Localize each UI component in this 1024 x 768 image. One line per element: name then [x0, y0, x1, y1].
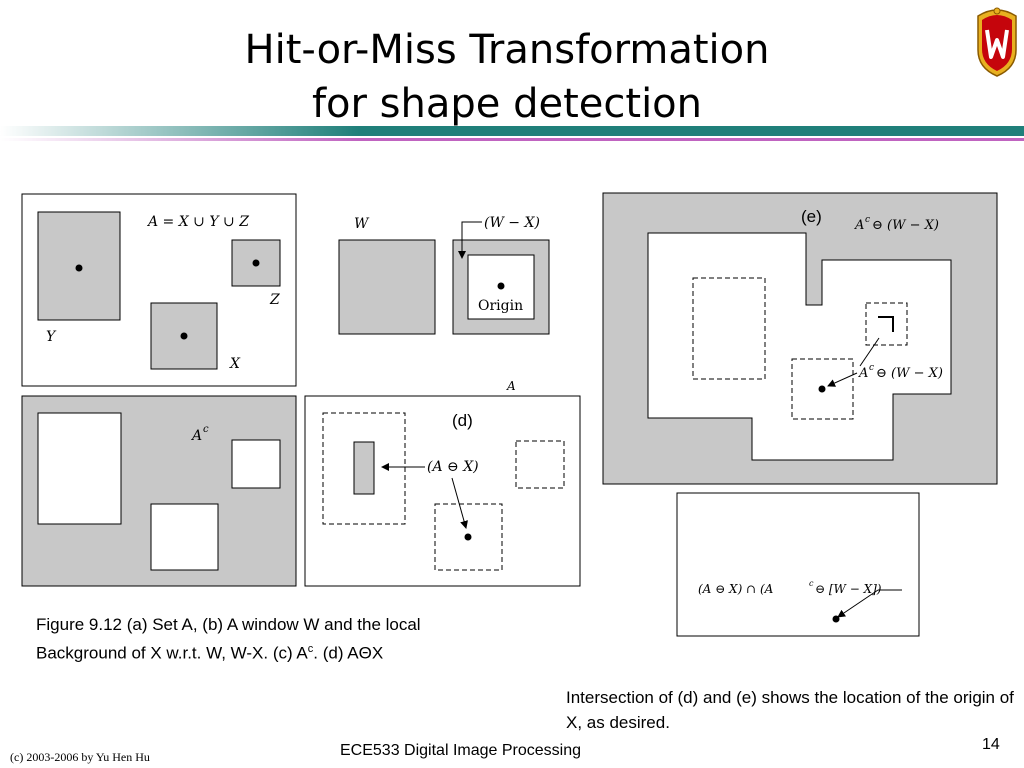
caption-line2: Background of X w.r.t. W, W-X. (c) Ac. (…	[36, 643, 384, 663]
caption-line1: Figure 9.12 (a) Set A, (b) A window W an…	[36, 615, 421, 634]
panel-a-formula: A = X ∪ Y ∪ Z	[146, 214, 249, 230]
title-divider-band	[0, 126, 1024, 141]
window-w	[338, 239, 436, 335]
label-y: Y	[46, 329, 57, 345]
label-z: Z	[269, 292, 280, 308]
panel-c: A c	[21, 395, 297, 587]
panel-f-sup: c	[809, 579, 814, 588]
panel-b: W Origin (W − X) A	[338, 215, 550, 393]
copyright-text: (c) 2003-2006 by Yu Hen Hu	[10, 750, 150, 764]
panel-d-label: (d)	[452, 411, 473, 430]
panel-f: (A ⊖ X) ∩ (A c ⊖ [W − X])	[676, 492, 920, 637]
intersection-caption: Intersection of (d) and (e) shows the lo…	[566, 688, 1014, 732]
university-seal-icon	[977, 7, 1017, 77]
label-ac-sup: c	[203, 424, 209, 435]
label-ac: A	[190, 428, 202, 444]
figure-caption: Figure 9.12 (a) Set A, (b) A window W an…	[36, 613, 576, 666]
slide-title-line2: for shape detection	[311, 81, 703, 127]
panel-f-formula: (A ⊖ X) ∩ (A	[698, 582, 774, 596]
panel-a: A = X ∪ Y ∪ Z Y X Z	[21, 193, 297, 387]
panel-f-formula-tail: ⊖ [W − X])	[815, 582, 882, 596]
origin-label: Origin	[478, 298, 523, 314]
panel-e-a-top: A	[854, 218, 864, 233]
panel-e-a-mid: A	[858, 366, 868, 381]
panel-e-sup-top: c	[865, 215, 870, 225]
panel-e-formula-mid: ⊖ (W − X)	[876, 366, 943, 381]
panel-e: (e) A c ⊖ (W − X) A c ⊖ (W − X)	[602, 192, 998, 485]
label-x: X	[229, 356, 241, 372]
label-w: W	[354, 216, 370, 232]
panel-b-footer: A	[506, 379, 516, 393]
slide-title-line1: Hit-or-Miss Transformation	[244, 27, 770, 73]
panel-e-formula-top: ⊖ (W − X)	[872, 218, 939, 233]
course-title: ECE533 Digital Image Processing	[340, 742, 582, 759]
panel-d-formula: (A ⊖ X)	[427, 459, 479, 475]
panel-e-label: (e)	[801, 207, 822, 226]
panel-d: (d) (A ⊖ X)	[304, 395, 581, 587]
page-number: 14	[982, 736, 1000, 753]
panel-e-sup-mid: c	[869, 363, 874, 373]
panel-b-formula: (W − X)	[484, 215, 540, 231]
